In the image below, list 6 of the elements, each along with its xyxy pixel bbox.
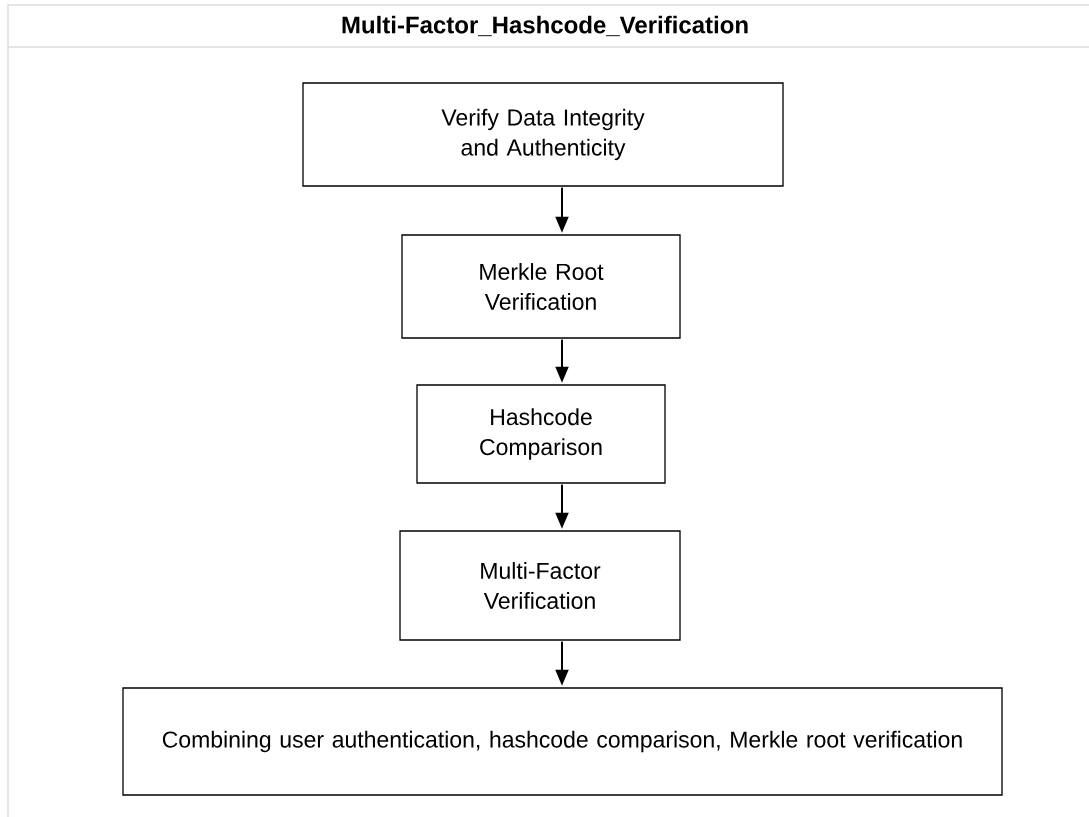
process-box: Verify Data Integrity and Authenticity [302, 82, 784, 187]
process-box: Multi-Factor Verification [399, 530, 681, 641]
diagram-title: Multi-Factor_Hashcode_Verification [342, 15, 748, 37]
process-box: Hashcode Comparison [416, 384, 666, 484]
process-box: Merkle Root Verification [401, 234, 681, 339]
process-box: Combining user authentication, hashcode comparison, Merkle root verification [122, 687, 1003, 796]
